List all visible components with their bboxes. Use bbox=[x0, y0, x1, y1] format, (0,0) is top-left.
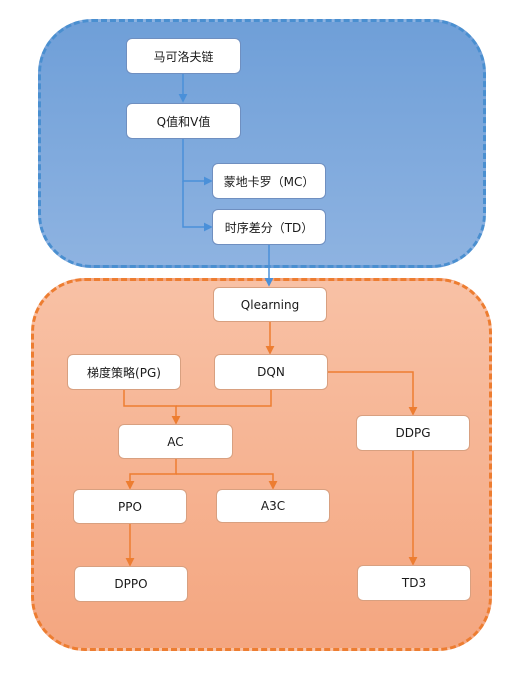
edge-pg-to-ac bbox=[123, 390, 181, 425]
node-ppo: PPO bbox=[73, 489, 187, 524]
node-q-and-v-values: Q值和V值 bbox=[126, 103, 241, 139]
edge-ac-to-ppo bbox=[125, 459, 177, 490]
node-monte-carlo: 蒙地卡罗（MC） bbox=[212, 163, 326, 199]
node-a3c: A3C bbox=[216, 489, 330, 523]
edge-dqn-to-ac bbox=[176, 390, 272, 407]
edge-qv-to-mc bbox=[182, 139, 213, 186]
node-dqn: DQN bbox=[214, 354, 328, 390]
edge-dqn-to-ddpg bbox=[328, 371, 418, 416]
node-td3: TD3 bbox=[357, 565, 471, 601]
node-dppo: DPPO bbox=[74, 566, 188, 602]
node-ac: AC bbox=[118, 424, 233, 459]
edge-ac-to-a3c bbox=[176, 473, 278, 490]
node-ddpg: DDPG bbox=[356, 415, 470, 451]
node-qlearning: Qlearning bbox=[213, 287, 327, 322]
node-policy-gradient: 梯度策略(PG) bbox=[67, 354, 181, 390]
edge-qv-to-td bbox=[182, 181, 213, 232]
node-markov-chain: 马可洛夫链 bbox=[126, 38, 241, 74]
node-temporal-difference: 时序差分（TD） bbox=[212, 209, 326, 245]
